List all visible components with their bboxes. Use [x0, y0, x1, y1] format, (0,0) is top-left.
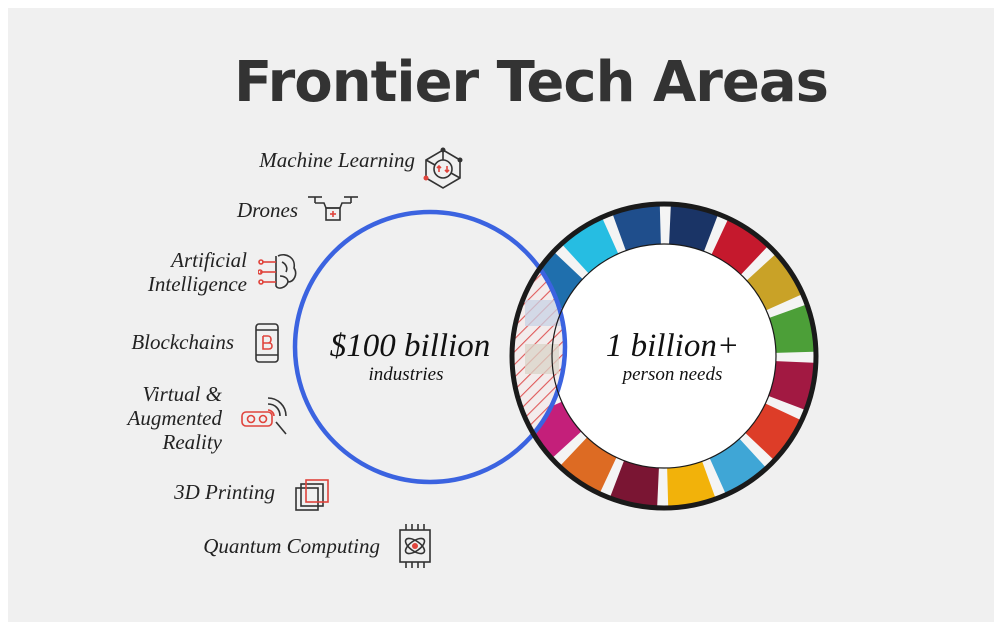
ring-segment	[745, 403, 800, 460]
ring-segment	[610, 460, 659, 506]
left-circle-caption: industries	[368, 364, 444, 385]
right-circle-label: 1 billion+ person needs	[590, 328, 755, 386]
left-circle-label: $100 billion industries	[310, 328, 510, 386]
brain-circuit-icon	[258, 253, 297, 289]
ring-segment	[669, 206, 718, 252]
ring-segment	[746, 254, 801, 311]
tech-label-quantum-computing: Quantum Computing	[203, 534, 380, 558]
layered-cube-icon	[295, 479, 329, 511]
bitcoin-phone-icon	[255, 323, 279, 363]
tech-label-blockchains: Blockchains	[131, 330, 234, 354]
left-circle-amount: $100 billion	[329, 328, 491, 364]
tech-label-artificial-intelligence: Artificial Intelligence	[147, 248, 247, 296]
ring-segment	[768, 361, 814, 410]
ring-segment	[560, 437, 617, 492]
tech-label-drones: Drones	[236, 198, 298, 222]
ring-segment	[711, 220, 768, 275]
ring-segment	[612, 206, 661, 251]
tech-label-3d-printing: 3D Printing	[174, 480, 275, 504]
right-circle	[509, 201, 819, 511]
vr-headset-icon	[241, 397, 287, 435]
atom-chip-icon	[399, 524, 431, 568]
machine-learning-icon	[423, 147, 463, 189]
ring-segment	[769, 304, 814, 353]
right-circle-inner	[552, 244, 776, 468]
right-circle-caption: person needs	[622, 364, 723, 385]
ring-segment	[667, 461, 716, 506]
right-circle-inner-edge	[551, 243, 777, 469]
tech-label-virtual-augmented-reality: Virtual & Augmented Reality	[127, 382, 222, 454]
page-title: Frontier Tech Areas	[233, 50, 829, 115]
overlap-faded-block	[525, 344, 559, 374]
left-circle	[292, 209, 568, 485]
right-circle-amount: 1 billion+	[605, 328, 740, 364]
ring-segment	[562, 219, 619, 274]
ring-segment	[709, 438, 766, 493]
drone-icon	[308, 196, 358, 221]
tech-label-machine-learning: Machine Learning	[259, 148, 415, 172]
slide	[8, 8, 994, 622]
